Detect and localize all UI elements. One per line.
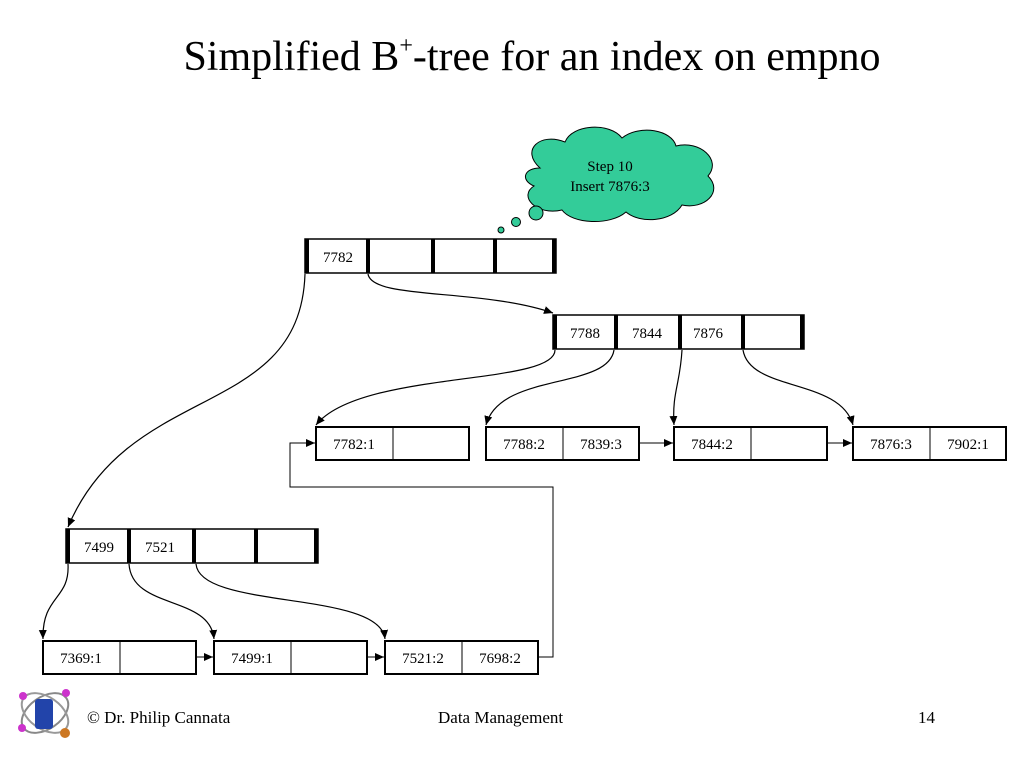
inner-node-right: 7788 7844 7876 (552, 314, 805, 350)
callout-line-2: Insert 7876:3 (570, 179, 650, 195)
leaf-entry: 7844:2 (691, 437, 733, 453)
inner-node-left: 7499 7521 (65, 528, 319, 564)
pointer-inner-right-to-leaf-2 (484, 349, 615, 426)
leaf-node-7499: 7499:1 (213, 640, 368, 675)
pointer-inner-left-to-leaf-2 (128, 563, 218, 640)
footer-course: Data Management (438, 708, 564, 727)
pointer-root-to-inner-right (367, 273, 554, 314)
logo-atom (18, 724, 26, 732)
title-rest: -tree for an index on empno (412, 34, 881, 80)
inner-right-key-1: 7788 (570, 326, 600, 342)
logo-atom (62, 689, 70, 697)
title-main: Simplified B (183, 34, 400, 80)
footer-page-number: 14 (918, 708, 935, 727)
inner-right-key-3: 7876 (693, 326, 724, 342)
bubble-dot-small (497, 226, 505, 234)
root-node: 7782 (304, 238, 557, 274)
leaf-entry: 7782:1 (333, 437, 375, 453)
leaf-node-7876: 7876:3 7902:1 (852, 426, 1007, 461)
leaf-entry: 7902:1 (947, 437, 989, 453)
pointer-inner-right-to-leaf-4 (742, 349, 855, 426)
leaf-node-7788: 7788:2 7839:3 (485, 426, 640, 461)
leaf-entry: 7369:1 (60, 651, 102, 667)
leaf-entry: 7499:1 (231, 651, 273, 667)
pointer-inner-right-to-leaf-3 (669, 349, 683, 426)
title-superscript: + (399, 33, 413, 59)
pointer-inner-right-to-leaf-1 (315, 349, 556, 426)
inner-right-key-2: 7844 (632, 326, 663, 342)
molecule-database-icon (18, 689, 70, 738)
root-key-1: 7782 (323, 250, 353, 266)
pointer-inner-left-to-leaf-3 (195, 563, 389, 640)
logo-cylinder (35, 699, 53, 729)
callout-line-1: Step 10 (587, 159, 632, 175)
leaf-entry: 7788:2 (503, 437, 545, 453)
pointer-inner-left-to-leaf-1 (38, 563, 69, 640)
inner-left-key-2: 7521 (145, 540, 175, 556)
logo-atom-accent (60, 728, 70, 738)
page-title: Simplified B+-tree for an index on empno (0, 30, 1024, 84)
leaf-entry: 7839:3 (580, 437, 622, 453)
leaf-node-7782: 7782:1 (315, 426, 470, 461)
bubble-dot-medium (511, 217, 521, 227)
bubble-dot-large (528, 205, 544, 221)
logo-atom (19, 692, 27, 700)
leaf-entry: 7521:2 (402, 651, 444, 667)
leaf-node-7369: 7369:1 (42, 640, 197, 675)
inner-left-key-1: 7499 (84, 540, 114, 556)
sibling-pointers (196, 439, 852, 661)
footer-copyright: © Dr. Philip Cannata (87, 708, 231, 727)
thought-bubble: Step 10 Insert 7876:3 (497, 126, 715, 234)
pointer-root-to-inner-left (67, 273, 306, 528)
next-leaf-connector (289, 439, 554, 658)
leaf-node-7844: 7844:2 (673, 426, 828, 461)
leaf-entry: 7698:2 (479, 651, 521, 667)
leaf-node-7521: 7521:2 7698:2 (384, 640, 539, 675)
child-pointers (38, 273, 855, 640)
leaf-entry: 7876:3 (870, 437, 912, 453)
